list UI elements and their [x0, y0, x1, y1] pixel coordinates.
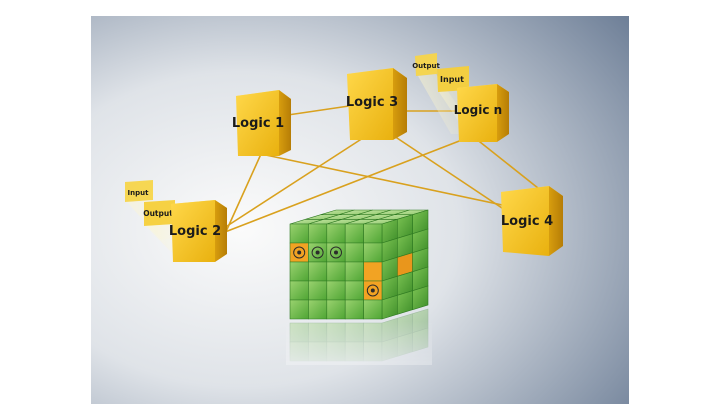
cube-front-cell	[364, 243, 382, 262]
svg-text:Input: Input	[440, 75, 464, 84]
svg-text:Output: Output	[412, 62, 440, 70]
reflection-fade	[286, 321, 432, 365]
gear-hand-icon-center	[371, 289, 375, 293]
logic-4-label: Logic 4	[501, 214, 553, 229]
cube-front-cell	[308, 300, 326, 319]
cube-front-cell	[308, 281, 326, 300]
logic-block-n[interactable]: Logic n	[454, 84, 509, 142]
cube-front-cell	[290, 262, 308, 281]
cube-front-cell	[364, 224, 382, 243]
cube-front-cell	[308, 224, 326, 243]
safety-cube	[290, 210, 428, 319]
cube-front-cell	[364, 262, 382, 281]
cube-front-cell	[345, 224, 363, 243]
network-diagram: Logic 1 Logic 3 Output Input Logic n Inp…	[91, 16, 629, 404]
cube-front-cell	[327, 262, 345, 281]
logic-1-label: Logic 1	[232, 116, 284, 131]
gear-hand-icon-center	[297, 251, 301, 255]
logic-block-2[interactable]: Logic 2	[169, 200, 227, 262]
cube-front-cell	[345, 300, 363, 319]
cube-front-cell	[345, 281, 363, 300]
cube-front-cell	[308, 262, 326, 281]
cube-front-cell	[345, 243, 363, 262]
gear-head-icon-center	[316, 251, 320, 255]
logic-block-1[interactable]: Logic 1	[232, 90, 291, 156]
logic-block-3[interactable]: Logic 3	[346, 68, 407, 140]
logic-2-label: Logic 2	[169, 224, 221, 239]
cube-front-cell	[327, 300, 345, 319]
cube-front-cell	[327, 281, 345, 300]
cube-front-cell	[345, 262, 363, 281]
cube-front-cell	[290, 300, 308, 319]
svg-text:Output: Output	[143, 209, 173, 218]
cube-front-cell	[290, 224, 308, 243]
cube-front-cell	[327, 224, 345, 243]
cube-front-cell	[290, 281, 308, 300]
eye-icon-center	[334, 251, 338, 255]
svg-text:Input: Input	[128, 189, 150, 197]
logic-block-4[interactable]: Logic 4	[501, 186, 563, 256]
logic-3-label: Logic 3	[346, 95, 398, 110]
logic-n-label: Logic n	[454, 103, 502, 117]
diagram-canvas: Logic 1 Logic 3 Output Input Logic n Inp…	[91, 16, 629, 404]
cube-front-cell	[364, 300, 382, 319]
